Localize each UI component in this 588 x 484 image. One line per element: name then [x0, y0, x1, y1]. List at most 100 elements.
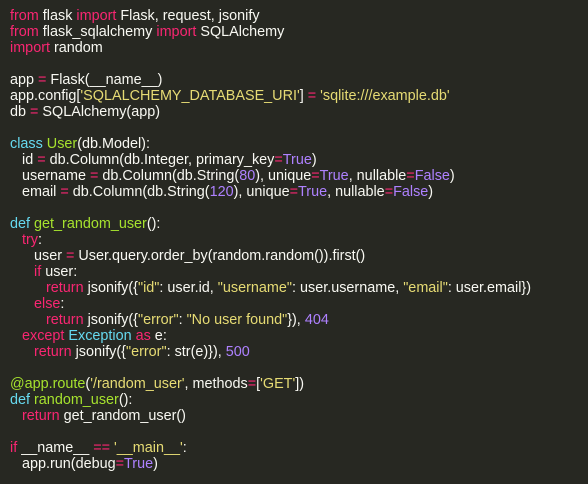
- code-token: email: [10, 184, 61, 200]
- code-token: __name__: [17, 440, 94, 456]
- code-token: True: [298, 184, 328, 200]
- code-line: from flask_sqlalchemy import SQLAlchemy: [10, 24, 531, 40]
- code-token: id: [10, 152, 38, 168]
- code-token: def: [10, 392, 31, 408]
- code-line: try:: [10, 232, 531, 248]
- code-token: 404: [304, 312, 329, 328]
- code-token: db.Column(db.String(: [68, 184, 210, 200]
- code-token: False: [414, 168, 450, 184]
- code-token: db.Column(db.String(: [98, 168, 240, 184]
- code-token: False: [393, 184, 429, 200]
- code-token: User: [46, 136, 78, 152]
- code-token: [10, 344, 34, 360]
- code-token: else: [34, 296, 61, 312]
- code-token: return: [34, 344, 72, 360]
- code-line: [10, 56, 531, 72]
- code-editor[interactable]: from flask import Flask, request, jsonif…: [10, 8, 531, 472]
- code-line: from flask import Flask, request, jsonif…: [10, 8, 531, 24]
- code-line: [10, 424, 531, 440]
- code-token: return: [45, 280, 84, 296]
- code-line: [10, 360, 531, 376]
- code-line: db = SQLAlchemy(app): [10, 104, 531, 120]
- code-token: "id": [137, 280, 160, 296]
- code-token: =: [307, 88, 317, 104]
- code-token: ():: [146, 216, 161, 232]
- code-line: import random: [10, 40, 531, 56]
- code-token: flask_sqlalchemy: [38, 24, 157, 40]
- code-line: else:: [10, 296, 531, 312]
- code-token: [10, 408, 22, 424]
- code-token: ), unique: [233, 184, 290, 200]
- code-token: ]: [299, 88, 308, 104]
- code-line: user = User.query.order_by(random.random…: [10, 248, 531, 264]
- code-token: username: [10, 168, 90, 184]
- code-token: app: [10, 72, 39, 88]
- code-token: "error": [137, 312, 179, 328]
- code-token: e:: [150, 328, 167, 344]
- code-line: app.run(debug=True): [10, 456, 531, 472]
- code-token: :: [178, 312, 187, 328]
- code-line: id = db.Column(db.Integer, primary_key=T…: [10, 152, 531, 168]
- code-token: def: [10, 216, 31, 232]
- code-token: =: [38, 72, 47, 88]
- code-token: SQLAlchemy: [196, 24, 285, 40]
- code-token: 120: [209, 184, 234, 200]
- code-token: }),: [287, 312, 305, 328]
- code-token: True: [282, 152, 312, 168]
- code-token: , nullable: [327, 184, 385, 200]
- code-token: =: [311, 168, 320, 184]
- code-token: import: [76, 8, 117, 24]
- code-line: class User(db.Model):: [10, 136, 531, 152]
- code-token: ), unique: [255, 168, 312, 184]
- code-token: import: [156, 24, 197, 40]
- code-line: return jsonify({"error": "No user found"…: [10, 312, 531, 328]
- code-token: =: [406, 168, 415, 184]
- code-token: User.query.order_by(random.random()).fir…: [74, 248, 366, 264]
- code-line: email = db.Column(db.String(120), unique…: [10, 184, 531, 200]
- code-token: jsonify({: [83, 280, 138, 296]
- code-token: =: [60, 184, 69, 200]
- code-token: random: [49, 40, 103, 56]
- code-token: "error": [125, 344, 167, 360]
- code-token: : user.username,: [292, 280, 404, 296]
- code-token: jsonify({: [83, 312, 138, 328]
- code-token: , nullable: [348, 168, 407, 184]
- code-line: except Exception as e:: [10, 328, 531, 344]
- code-token: import: [10, 40, 50, 56]
- code-token: app.config[: [10, 88, 81, 104]
- code-line: @app.route('/random_user', methods=['GET…: [10, 376, 531, 392]
- code-token: "username": [217, 280, 293, 296]
- code-token: app.run(debug: [10, 456, 116, 472]
- code-token: Flask, request, jsonify: [116, 8, 260, 24]
- code-token: if: [34, 264, 42, 280]
- code-token: : user.id,: [159, 280, 218, 296]
- code-line: if user:: [10, 264, 531, 280]
- code-token: True: [124, 456, 154, 472]
- code-token: ): [153, 456, 158, 472]
- code-token: "No user found": [186, 312, 288, 328]
- code-token: (db.Model):: [77, 136, 150, 152]
- code-token: :: [60, 296, 65, 312]
- code-token: SQLAlchemy(app): [38, 104, 160, 120]
- code-line: [10, 120, 531, 136]
- code-token: [10, 312, 46, 328]
- code-token: 'GET': [260, 376, 296, 392]
- code-token: Exception: [68, 328, 132, 344]
- code-token: from: [10, 24, 39, 40]
- code-token: db: [10, 104, 31, 120]
- code-line: return jsonify({"id": user.id, "username…: [10, 280, 531, 296]
- code-token: "email": [403, 280, 448, 296]
- code-token: user: [10, 248, 66, 264]
- code-token: [: [256, 376, 261, 392]
- code-token: [10, 264, 34, 280]
- code-token: =: [30, 104, 39, 120]
- code-line: def random_user():: [10, 392, 531, 408]
- code-token: ]): [295, 376, 304, 392]
- code-token: try: [22, 232, 38, 248]
- code-token: 'sqlite:///example.db': [320, 88, 450, 104]
- code-token: random_user: [34, 392, 119, 408]
- code-token: ): [311, 152, 317, 168]
- code-token: db.Column(db.Integer, primary_key: [45, 152, 275, 168]
- code-line: return get_random_user(): [10, 408, 531, 424]
- code-token: flask: [38, 8, 77, 24]
